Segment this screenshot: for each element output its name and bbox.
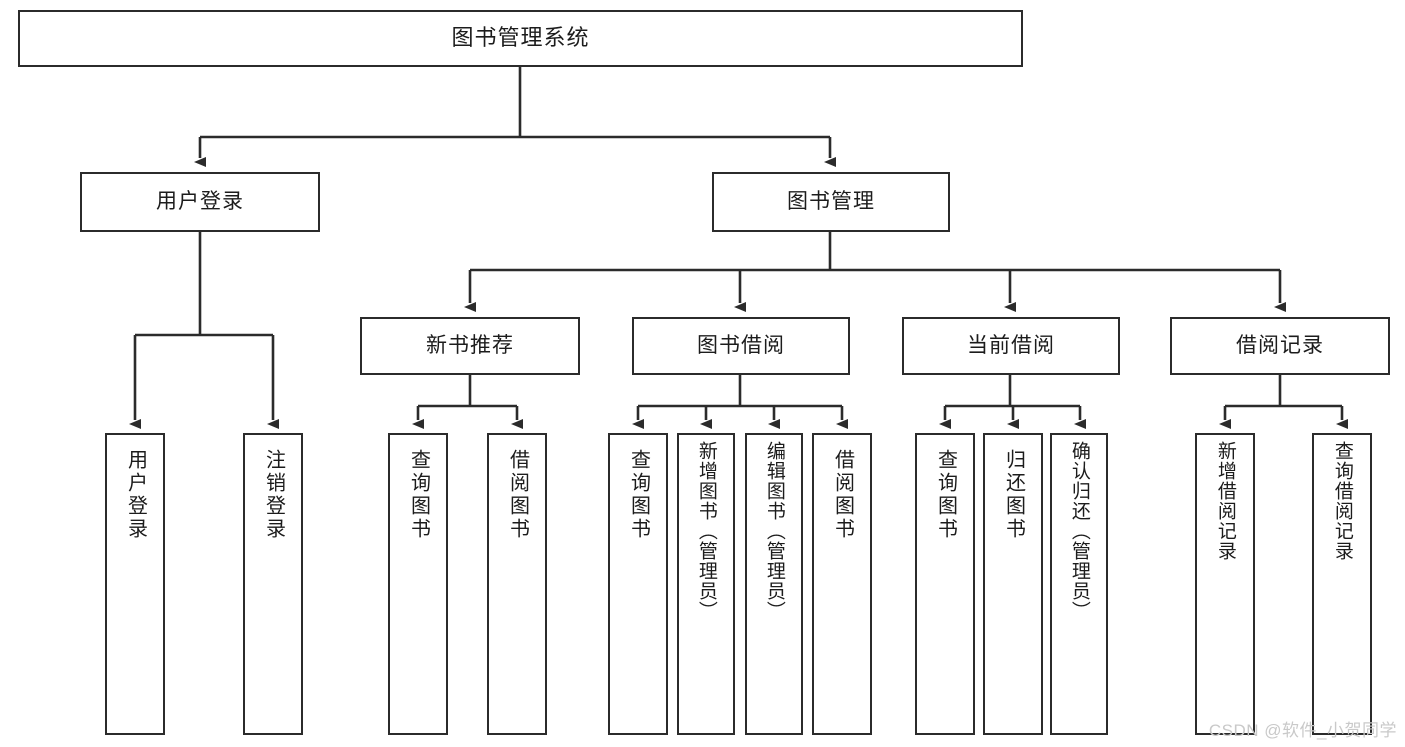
node-book-borrow[interactable]: 图书借阅 xyxy=(632,317,850,375)
leaf-edit-book-admin[interactable]: 编辑图书（管理员） xyxy=(745,433,803,735)
leaf-query-book-1[interactable]: 查询图书 xyxy=(388,433,448,735)
leaf-query-book-2-label: 查询图书 xyxy=(627,449,650,541)
node-current-borrow-label: 当前借阅 xyxy=(967,334,1055,358)
leaf-add-book-admin-label: 新增图书（管理员） xyxy=(695,441,717,621)
leaf-return-book-label: 归还图书 xyxy=(1002,449,1025,541)
leaf-query-book-3-label: 查询图书 xyxy=(934,449,957,541)
leaf-user-login[interactable]: 用户登录 xyxy=(105,433,165,735)
leaf-add-borrow-record-label: 新增借阅记录 xyxy=(1214,441,1236,561)
leaf-query-borrow-record[interactable]: 查询借阅记录 xyxy=(1312,433,1372,735)
leaf-edit-book-admin-label: 编辑图书（管理员） xyxy=(763,441,785,621)
leaf-user-login-label: 用户登录 xyxy=(124,449,147,541)
watermark: CSDN @软件_小贺同学 xyxy=(1208,721,1397,740)
leaf-query-book-2[interactable]: 查询图书 xyxy=(608,433,668,735)
leaf-query-book-3[interactable]: 查询图书 xyxy=(915,433,975,735)
node-book-borrow-label: 图书借阅 xyxy=(697,334,785,358)
leaf-confirm-return-admin[interactable]: 确认归还（管理员） xyxy=(1050,433,1108,735)
leaf-query-borrow-record-label: 查询借阅记录 xyxy=(1331,441,1353,561)
node-root[interactable]: 图书管理系统 xyxy=(18,10,1023,67)
leaf-borrow-book-2-label: 借阅图书 xyxy=(831,449,854,541)
leaf-borrow-book-1-label: 借阅图书 xyxy=(506,449,529,541)
leaf-add-book-admin[interactable]: 新增图书（管理员） xyxy=(677,433,735,735)
node-new-book-recommend-label: 新书推荐 xyxy=(426,334,514,358)
node-root-label: 图书管理系统 xyxy=(451,25,590,51)
node-book-manage-label: 图书管理 xyxy=(787,190,875,214)
leaf-borrow-book-2[interactable]: 借阅图书 xyxy=(812,433,872,735)
node-user-login-label: 用户登录 xyxy=(156,190,244,214)
leaf-return-book[interactable]: 归还图书 xyxy=(983,433,1043,735)
leaf-add-borrow-record[interactable]: 新增借阅记录 xyxy=(1195,433,1255,735)
leaf-borrow-book-1[interactable]: 借阅图书 xyxy=(487,433,547,735)
node-borrow-record[interactable]: 借阅记录 xyxy=(1170,317,1390,375)
leaf-confirm-return-admin-label: 确认归还（管理员） xyxy=(1068,441,1090,621)
leaf-logout[interactable]: 注销登录 xyxy=(243,433,303,735)
node-borrow-record-label: 借阅记录 xyxy=(1236,334,1324,358)
leaf-logout-label: 注销登录 xyxy=(262,449,285,541)
node-current-borrow[interactable]: 当前借阅 xyxy=(902,317,1120,375)
node-new-book-recommend[interactable]: 新书推荐 xyxy=(360,317,580,375)
node-book-manage[interactable]: 图书管理 xyxy=(712,172,950,232)
leaf-query-book-1-label: 查询图书 xyxy=(407,449,430,541)
node-user-login[interactable]: 用户登录 xyxy=(80,172,320,232)
